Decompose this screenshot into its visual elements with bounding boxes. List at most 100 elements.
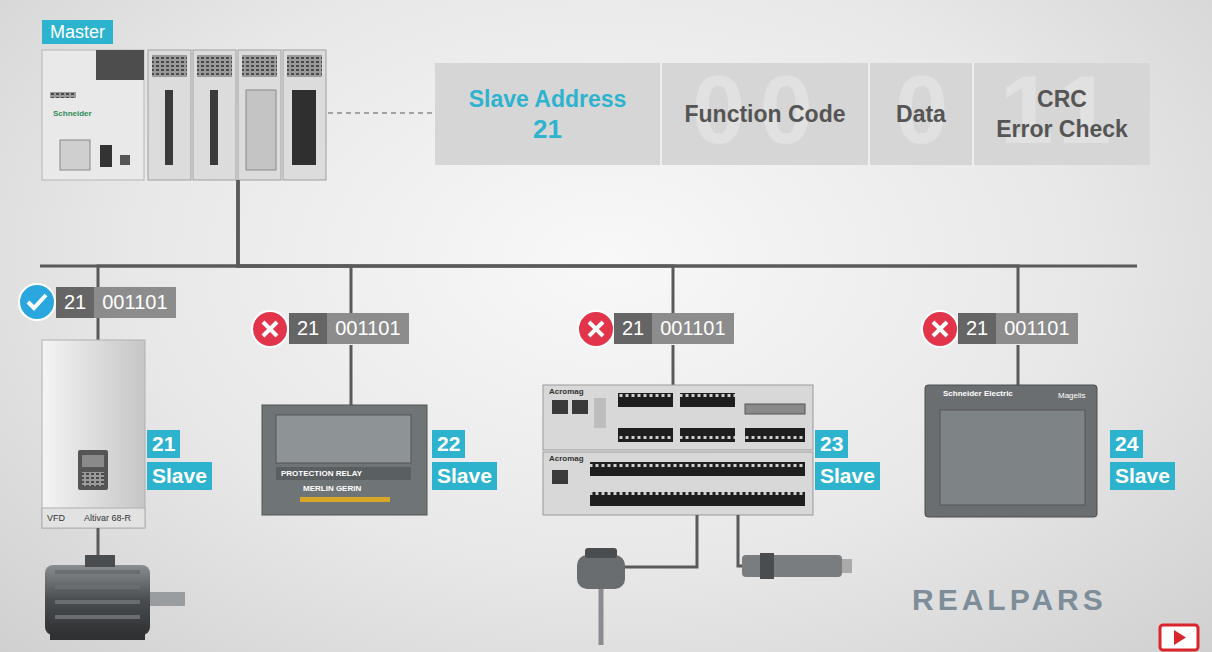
- model-label: Magelis: [1058, 392, 1086, 400]
- vfd-drive: [78, 450, 108, 490]
- master-plc: [287, 55, 322, 77]
- motor: [55, 615, 140, 619]
- master-node: Master: [42, 20, 328, 180]
- master-plc: [100, 145, 112, 167]
- sensors: [599, 589, 604, 645]
- master-plc: [60, 140, 90, 170]
- master-plc: [210, 90, 218, 165]
- reject-x-icon: [578, 311, 614, 347]
- hmi-panel: [925, 385, 1097, 517]
- message-frame-band: [435, 63, 1150, 165]
- sensors: [585, 548, 617, 558]
- motor: [50, 634, 145, 640]
- sensors: [577, 555, 625, 589]
- video-icon: [1174, 630, 1186, 645]
- model-label: Altivar 68-R: [84, 514, 131, 523]
- master-plc: [246, 90, 276, 170]
- brand-text: Acromag: [549, 388, 584, 396]
- reject-x-icon: [922, 311, 958, 347]
- field-name: Slave Address: [469, 84, 627, 114]
- sensors: [742, 555, 842, 577]
- motor: [55, 585, 140, 589]
- sensors: [738, 515, 742, 566]
- reject-x-icon: [933, 322, 947, 336]
- protection-relay: [262, 405, 427, 515]
- io-module: [618, 393, 673, 407]
- io-module: [543, 452, 813, 515]
- master-plc: [292, 90, 316, 165]
- slave-label: 24Slave: [1110, 430, 1175, 490]
- message-tag: 21001101: [289, 313, 409, 344]
- node-label: Master: [42, 20, 113, 44]
- message-frame-band: [972, 63, 974, 165]
- slave-number: 22: [432, 430, 465, 458]
- message-frame-band: [868, 63, 870, 165]
- protection-relay: [276, 415, 411, 463]
- frame-field: CRCError Check: [974, 63, 1150, 165]
- field-name: Function Code: [685, 99, 846, 129]
- io-module: [745, 404, 805, 414]
- message-tag: 21001101: [56, 287, 176, 318]
- vfd-drive: [82, 472, 104, 486]
- reject-x-icon: [589, 322, 603, 336]
- bus-wire: [238, 180, 1018, 313]
- master-plc: [283, 50, 326, 180]
- sensors: [760, 553, 774, 579]
- master-plc: [242, 55, 277, 77]
- motor: [45, 528, 185, 640]
- hmi-panel: [925, 385, 1097, 517]
- video-icon: [1160, 625, 1198, 650]
- io-module: [590, 492, 805, 506]
- master-plc: [50, 92, 76, 98]
- bus-line: [40, 266, 1137, 405]
- frame-field: Data: [870, 63, 972, 165]
- io-module: [543, 385, 813, 515]
- vfd-drive: [42, 340, 145, 528]
- reject-x-icon: [252, 311, 288, 347]
- io-module: [543, 385, 813, 450]
- message-bits: 001101: [94, 287, 175, 318]
- slave-word: Slave: [1110, 462, 1175, 490]
- slave-number: 24: [1110, 430, 1143, 458]
- vfd-drive: [82, 455, 104, 467]
- slave-word: Slave: [432, 462, 497, 490]
- message-bits: 001101: [996, 313, 1077, 344]
- address-number: 21: [289, 313, 327, 344]
- accept-check-icon: [28, 295, 46, 308]
- device-label: VFD: [47, 514, 65, 523]
- master-plc: [42, 50, 326, 180]
- reject-x-icon: [263, 322, 277, 336]
- message-tag: 21001101: [614, 313, 734, 344]
- master-plc: [148, 50, 191, 180]
- field-name: Error Check: [996, 114, 1128, 144]
- slave-number: 23: [815, 430, 848, 458]
- slave-label: 21Slave: [147, 430, 212, 490]
- slave-label: 22Slave: [432, 430, 497, 490]
- bus-wire: [98, 180, 238, 287]
- message-tag: 21001101: [958, 313, 1078, 344]
- address-number: 21: [614, 313, 652, 344]
- bus-line: [1017, 345, 1020, 385]
- message-frame-band: [660, 63, 662, 165]
- frame-field: Slave Address21: [435, 63, 660, 165]
- master-plc: [193, 50, 236, 180]
- bus-line: [350, 345, 353, 405]
- address-number: 21: [958, 313, 996, 344]
- accept-check-icon: [19, 284, 55, 320]
- slave-label: 23Slave: [815, 430, 880, 490]
- io-module: [594, 398, 606, 428]
- io-module: [552, 400, 568, 414]
- bus-wire: [238, 180, 351, 313]
- master-plc: [165, 90, 173, 165]
- motor: [55, 600, 140, 604]
- dashed-link: [328, 112, 435, 114]
- vfd-drive: [42, 508, 145, 528]
- slave-number: 21: [147, 430, 180, 458]
- io-module: [618, 428, 673, 442]
- master-plc: [152, 55, 187, 77]
- protection-relay: [300, 497, 390, 502]
- motor: [55, 570, 140, 574]
- bus-line: [672, 345, 675, 385]
- slave-word: Slave: [147, 462, 212, 490]
- motor: [85, 555, 115, 567]
